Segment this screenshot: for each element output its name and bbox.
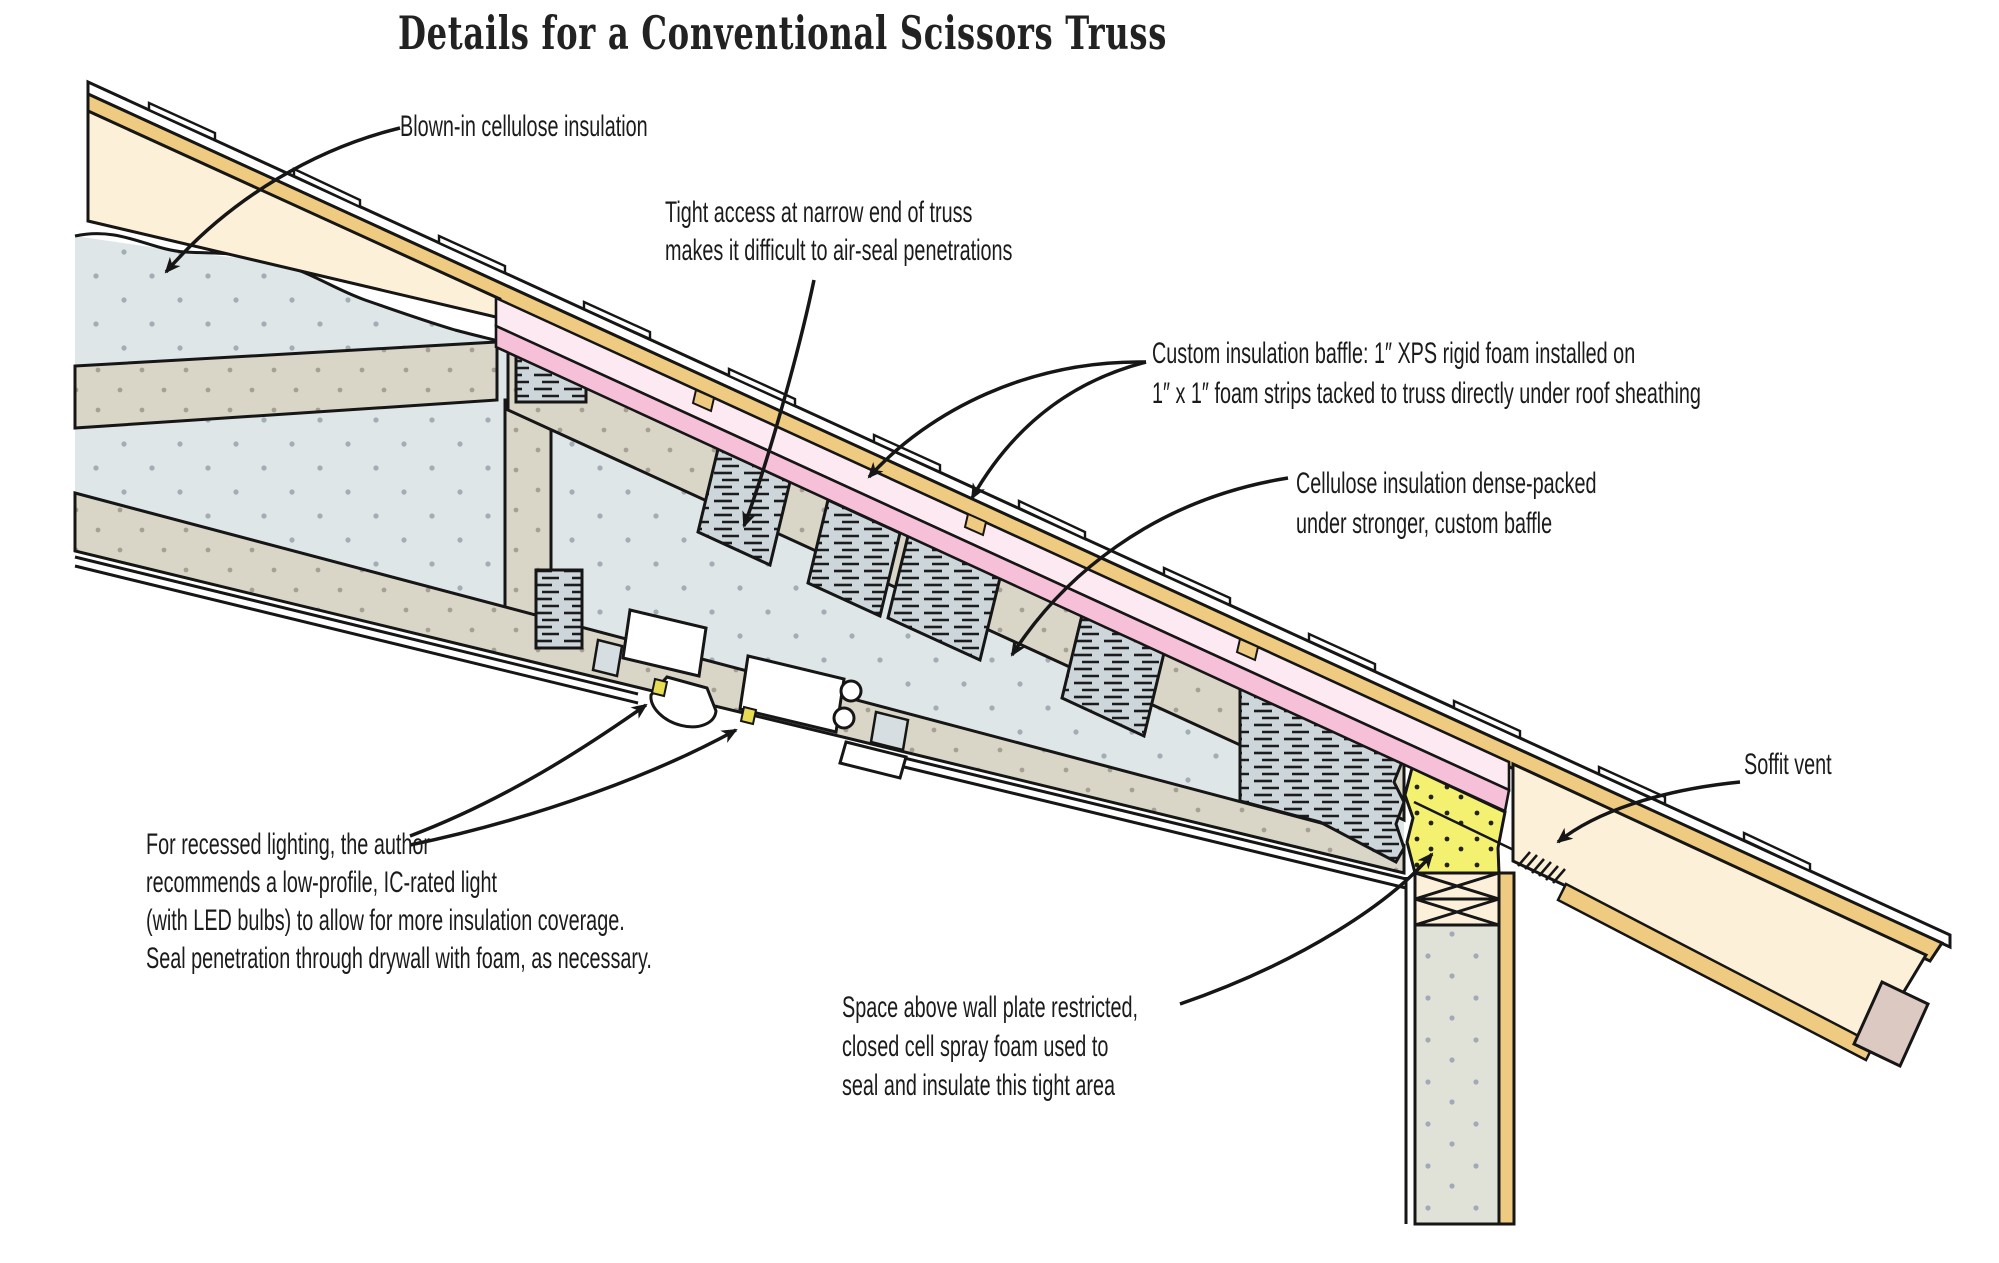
- junction-box: [738, 654, 846, 734]
- leader-baffle-1: [867, 360, 1147, 479]
- label-line: Seal penetration through drywall with fo…: [146, 942, 652, 975]
- foam-seal-dab: [650, 677, 669, 698]
- label-line: Tight access at narrow end of truss: [665, 196, 973, 229]
- truss-web-upper: [73, 340, 499, 430]
- label-line: (with LED bulbs) to allow for more insul…: [146, 904, 625, 937]
- drywall-backing-right: [869, 710, 910, 752]
- ceiling-drywall: [74, 555, 1407, 890]
- soffit-vent-hatch: [1517, 851, 1566, 884]
- leader-soffit-vent: [1556, 780, 1741, 844]
- xps-foam-baffle: [494, 323, 1511, 813]
- drywall-step: [838, 740, 908, 780]
- dense-pack-eave-block: [1238, 685, 1406, 865]
- foam-seal-dab: [739, 705, 758, 726]
- label-wall-plate: Space above wall plate restricted, close…: [842, 988, 1138, 1105]
- soffit-board: [1556, 882, 1876, 1062]
- label-line: Space above wall plate restricted,: [842, 991, 1139, 1024]
- label-tight-access: Tight access at narrow end of truss make…: [665, 194, 1012, 270]
- shingle-steps: [147, 101, 1812, 873]
- label-soffit-vent: Soffit vent: [1744, 748, 1832, 781]
- wall-sheathing: [1497, 871, 1516, 1226]
- foam-strips-1x1: [691, 388, 1260, 662]
- exterior-wall: [1404, 871, 1516, 1226]
- leader-wall-plate: [1179, 852, 1434, 1006]
- roof-sheathing: [86, 91, 1945, 963]
- label-line: Custom insulation baffle: 1″ XPS rigid f…: [1152, 337, 1636, 370]
- label-recessed-light: For recessed lighting, the author recomm…: [146, 826, 652, 978]
- page-title: Details for a Conventional Scissors Trus…: [398, 6, 1168, 60]
- leader-arrows: [164, 126, 1741, 1006]
- leader-blown-in: [164, 126, 401, 274]
- label-blown-in-cellulose: Blown-in cellulose insulation: [400, 110, 648, 143]
- leader-tight-access: [742, 279, 816, 528]
- truss-bottom-chord: [73, 491, 1406, 875]
- light-bulb: [649, 675, 718, 729]
- label-custom-baffle: Custom insulation baffle: 1″ XPS rigid f…: [1152, 334, 1701, 414]
- leader-baffle-2: [970, 360, 1147, 500]
- cable-clamp: [832, 706, 856, 730]
- cable-clamp: [839, 679, 863, 703]
- recessed-light-fixture: [591, 608, 910, 780]
- label-line: 1″ x 1″ foam strips tacked to truss dire…: [1152, 377, 1701, 410]
- label-line: For recessed lighting, the author: [146, 828, 430, 861]
- label-line: seal and insulate this tight area: [842, 1069, 1115, 1102]
- label-dense-pack: Cellulose insulation dense-packed under …: [1296, 464, 1596, 544]
- label-line: recommends a low-profile, IC-rated light: [146, 866, 498, 899]
- label-line: Cellulose insulation dense-packed: [1296, 467, 1597, 500]
- drywall-backing-left: [591, 638, 624, 678]
- leader-recessed-1: [409, 703, 648, 838]
- leader-recessed-2: [409, 728, 738, 847]
- wall-drywall: [1404, 877, 1417, 1224]
- label-line: makes it difficult to air-seal penetrati…: [665, 234, 1013, 267]
- eave-assembly: [1511, 761, 1930, 1069]
- label-line: closed cell spray foam used to: [842, 1030, 1109, 1063]
- leader-dense-pack: [1010, 476, 1289, 657]
- fascia-board: [1852, 979, 1930, 1069]
- label-line: under stronger, custom baffle: [1296, 507, 1553, 540]
- double-top-plate: [1413, 871, 1501, 927]
- light-housing: [621, 608, 708, 678]
- roof-assembly: [86, 79, 1952, 963]
